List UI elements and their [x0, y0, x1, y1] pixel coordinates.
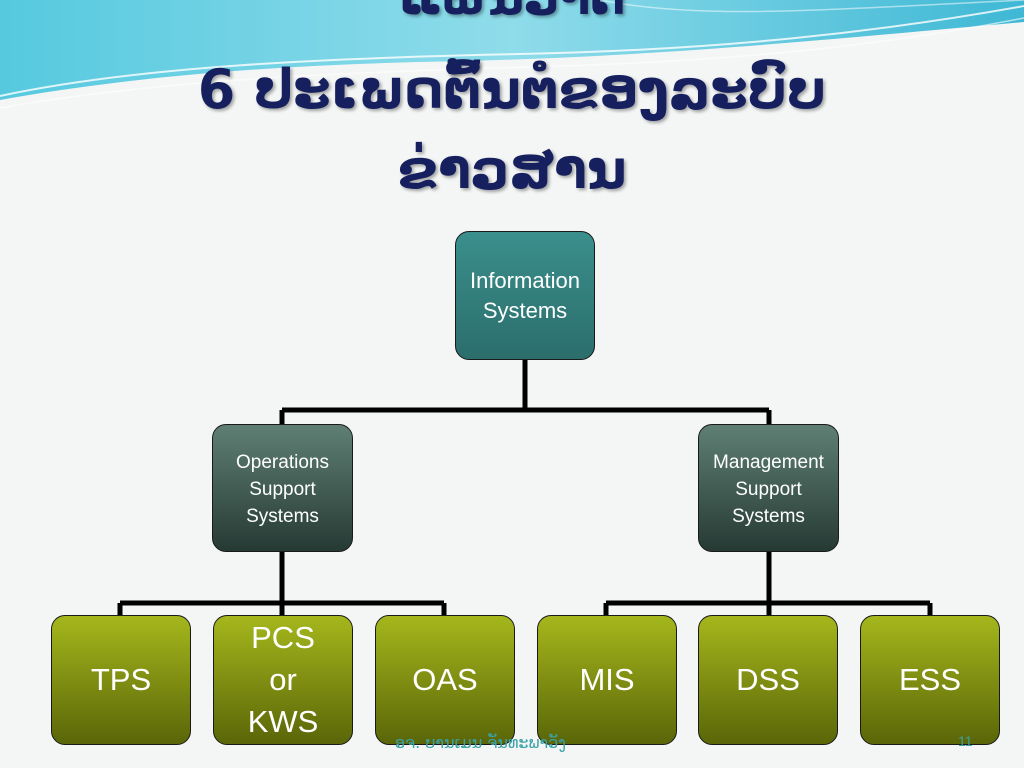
- node-label: ESS: [898, 662, 962, 697]
- page-number: 11: [958, 733, 973, 749]
- title-line-2: 6 ປະເພດຕົ້ນຕໍຂອງລະບົບ: [197, 58, 827, 121]
- node-label: MIS: [579, 662, 635, 697]
- title-line-1: ແຜນວາດ: [0, 0, 1024, 26]
- node-label: DSS: [736, 662, 800, 697]
- node-label: Information Systems: [469, 268, 581, 323]
- title-line-3: ຂ່າວສານ: [397, 138, 627, 201]
- node-tps: TPS: [51, 615, 191, 745]
- node-dss: DSS: [698, 615, 838, 745]
- node-operations-support-systems: Operations Support Systems: [212, 424, 353, 552]
- node-label: Operations Support Systems: [236, 452, 329, 527]
- header-wave-decoration: [0, 0, 1024, 109]
- node-mis: MIS: [537, 615, 677, 745]
- node-label: Management Support Systems: [713, 452, 824, 527]
- node-pcs-or-kws: PCS or KWS: [213, 615, 353, 745]
- node-label: TPS: [90, 662, 152, 697]
- node-label: PCS or KWS: [247, 620, 319, 739]
- node-information-systems: Information Systems: [455, 231, 595, 360]
- node-management-support-systems: Management Support Systems: [698, 424, 839, 552]
- node-ess: ESS: [860, 615, 1000, 745]
- node-oas: OAS: [375, 615, 515, 745]
- node-label: OAS: [412, 662, 478, 697]
- footer-author: ອຈ. ບານເມນ ຈັນທະພາວັງ: [395, 733, 566, 752]
